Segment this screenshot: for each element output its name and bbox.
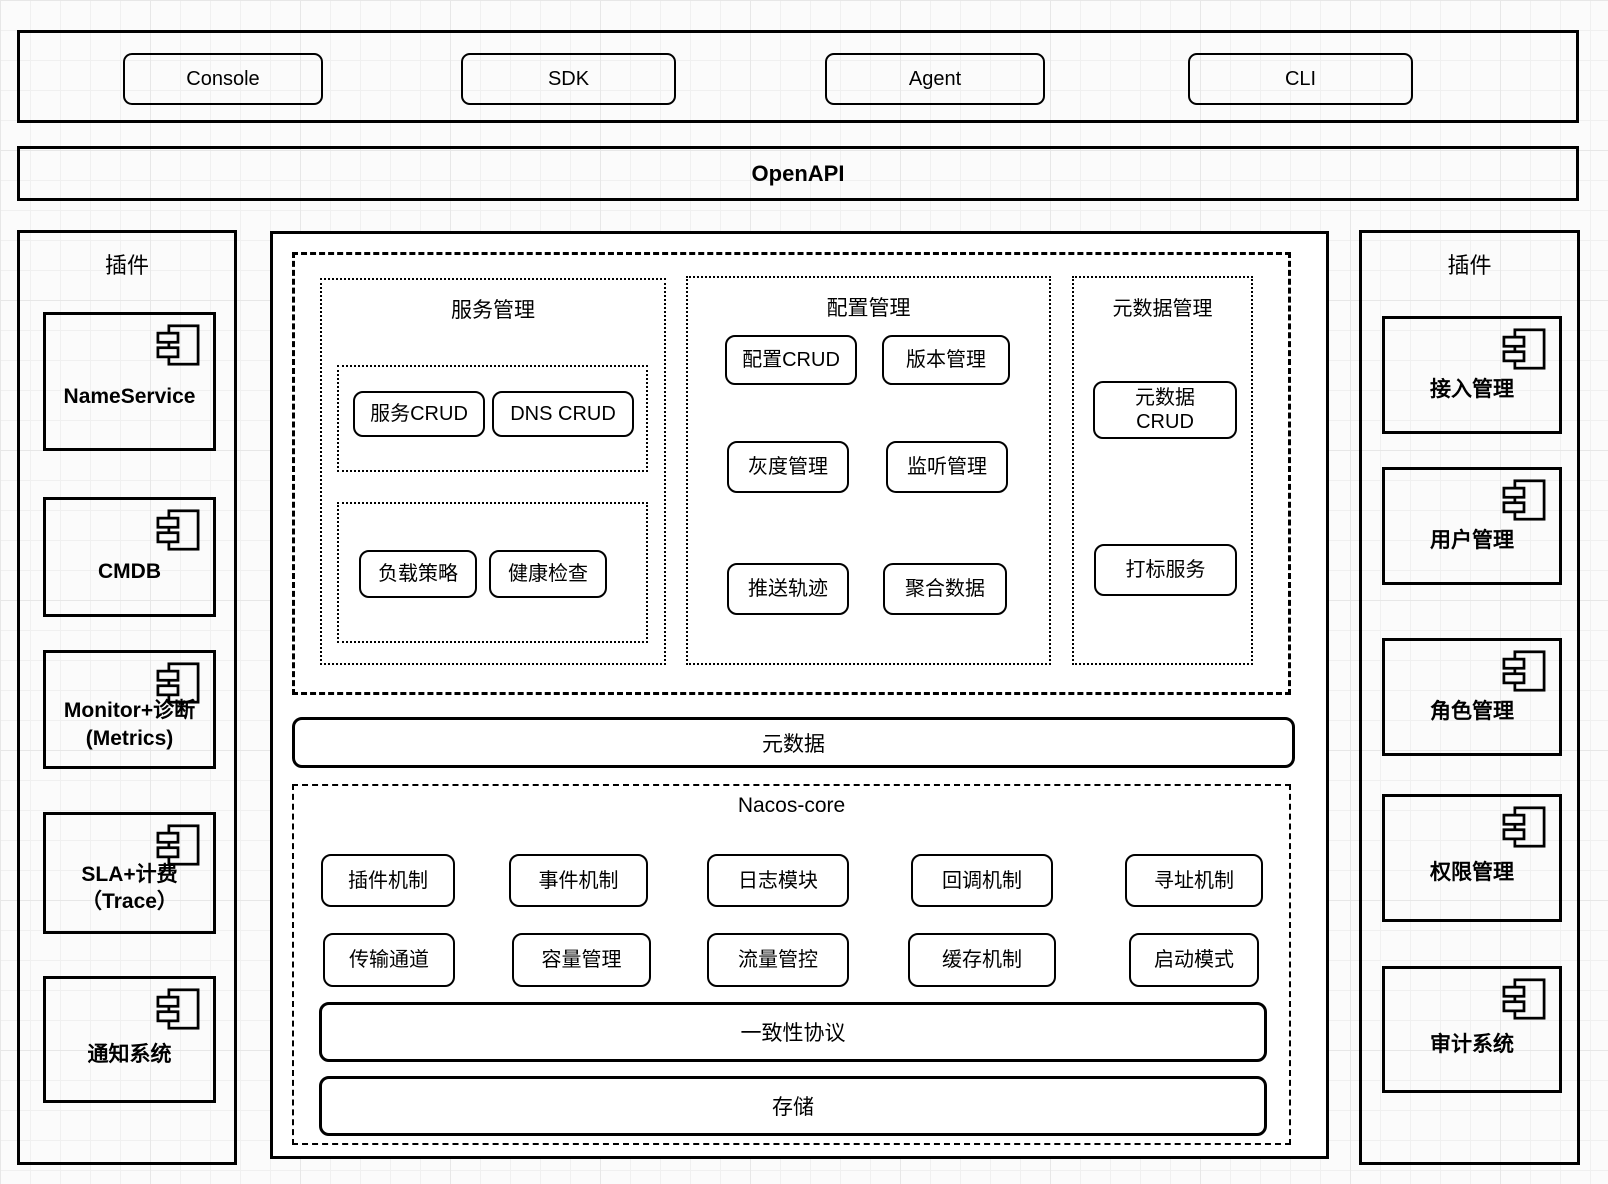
component-icon bbox=[156, 988, 200, 1030]
plugin-mechanism-button: 插件机制 bbox=[321, 854, 455, 907]
component-icon bbox=[156, 662, 200, 704]
component-access-mgmt: 接入管理 bbox=[1382, 316, 1562, 434]
component-label: Monitor+诊断(Metrics) bbox=[63, 699, 196, 750]
metadata-crud-button: 元数据 CRUD bbox=[1093, 381, 1237, 439]
component-icon bbox=[1502, 650, 1546, 692]
clients-container: Console SDK Agent CLI bbox=[17, 30, 1579, 123]
component-icon bbox=[156, 324, 200, 366]
component-role-mgmt: 角色管理 bbox=[1382, 638, 1562, 756]
config-mgmt-title: 配置管理 bbox=[826, 297, 911, 320]
component-icon bbox=[1502, 806, 1546, 848]
listen-mgmt-button: 监听管理 bbox=[886, 441, 1008, 493]
config-mgmt-section: 配置管理 配置CRUD 版本管理 灰度管理 监听管理 推送轨迹 聚合数据 bbox=[686, 276, 1051, 665]
component-label: SLA+计费（Trace） bbox=[81, 862, 178, 913]
right-plugins-sidebar: 插件 接入管理 用户管理 角色管理 权限管理 审计系统 bbox=[1359, 230, 1580, 1165]
version-mgmt-button: 版本管理 bbox=[882, 335, 1010, 385]
component-audit-system: 审计系统 bbox=[1382, 966, 1562, 1093]
service-strategy-group-box: 负载策略 健康检查 bbox=[337, 502, 648, 643]
client-agent-label: Agent bbox=[908, 67, 962, 90]
component-cmdb: CMDB bbox=[43, 497, 216, 617]
config-crud-button: 配置CRUD bbox=[725, 335, 857, 385]
callback-mechanism-button: 回调机制 bbox=[911, 854, 1053, 907]
component-sla: SLA+计费（Trace） bbox=[43, 812, 216, 934]
left-plugins-title: 插件 bbox=[104, 253, 149, 278]
nacos-core-section: Nacos-core 插件机制 事件机制 日志模块 回调机制 寻址机制 传输通道… bbox=[292, 784, 1291, 1145]
capacity-mgmt-button: 容量管理 bbox=[512, 933, 651, 987]
log-module-button: 日志模块 bbox=[707, 854, 849, 907]
addressing-mechanism-button: 寻址机制 bbox=[1125, 854, 1263, 907]
component-icon bbox=[1502, 978, 1546, 1020]
client-cli-label: CLI bbox=[1284, 67, 1317, 90]
cache-mechanism-button: 缓存机制 bbox=[908, 933, 1056, 987]
component-monitor: Monitor+诊断(Metrics) bbox=[43, 650, 216, 769]
flow-control-button: 流量管控 bbox=[707, 933, 849, 987]
component-label: 接入管理 bbox=[1430, 378, 1514, 402]
component-label: 权限管理 bbox=[1430, 861, 1514, 885]
metadata-mgmt-title: 元数据管理 bbox=[1112, 298, 1213, 320]
event-mechanism-button: 事件机制 bbox=[509, 854, 648, 907]
management-group-box bbox=[292, 252, 1291, 695]
right-plugins-title: 插件 bbox=[1447, 253, 1492, 278]
client-cli-box: CLI bbox=[1188, 53, 1413, 105]
component-label: 用户管理 bbox=[1430, 529, 1514, 553]
dns-crud-button: DNS CRUD bbox=[492, 391, 634, 437]
component-icon bbox=[156, 509, 200, 551]
component-permission-mgmt: 权限管理 bbox=[1382, 794, 1562, 922]
openapi-label: OpenAPI bbox=[751, 160, 845, 186]
tag-service-button: 打标服务 bbox=[1094, 544, 1237, 596]
component-notification: 通知系统 bbox=[43, 976, 216, 1103]
gray-release-button: 灰度管理 bbox=[727, 441, 849, 493]
nacos-core-title: Nacos-core bbox=[737, 794, 846, 817]
push-track-button: 推送轨迹 bbox=[727, 563, 849, 615]
startup-mode-button: 启动模式 bbox=[1129, 933, 1259, 987]
load-strategy-button: 负载策略 bbox=[359, 550, 477, 598]
component-label: NameService bbox=[63, 384, 196, 408]
service-mgmt-title: 服务管理 bbox=[451, 299, 535, 322]
client-sdk-label: SDK bbox=[547, 67, 590, 90]
client-console-label: Console bbox=[186, 67, 260, 90]
component-label: 角色管理 bbox=[1430, 700, 1514, 724]
openapi-bar: OpenAPI bbox=[17, 146, 1579, 201]
transport-channel-button: 传输通道 bbox=[323, 933, 455, 987]
component-nameservice: NameService bbox=[43, 312, 216, 451]
consistency-protocol-bar: 一致性协议 bbox=[319, 1002, 1267, 1062]
metadata-bar: 元数据 bbox=[292, 717, 1295, 768]
metadata-mgmt-section: 元数据管理 元数据 CRUD 打标服务 bbox=[1072, 276, 1253, 665]
component-icon bbox=[156, 824, 200, 866]
client-sdk-box: SDK bbox=[461, 53, 676, 105]
component-label: 审计系统 bbox=[1430, 1032, 1514, 1056]
aggregate-data-button: 聚合数据 bbox=[883, 563, 1007, 615]
client-agent-box: Agent bbox=[825, 53, 1045, 105]
health-check-button: 健康检查 bbox=[489, 550, 607, 598]
component-label: 通知系统 bbox=[87, 1042, 172, 1066]
left-plugins-sidebar: 插件 NameService CMDB Monitor+诊断(Metrics) … bbox=[17, 230, 237, 1165]
service-crud-button: 服务CRUD bbox=[353, 391, 485, 437]
component-label: CMDB bbox=[98, 560, 161, 584]
component-icon bbox=[1502, 479, 1546, 521]
client-console-box: Console bbox=[123, 53, 323, 105]
component-user-mgmt: 用户管理 bbox=[1382, 467, 1562, 585]
center-container: 服务管理 服务CRUD DNS CRUD 负载策略 健康检查 配置管理 配置CR… bbox=[270, 231, 1329, 1159]
storage-bar: 存储 bbox=[319, 1076, 1267, 1136]
component-icon bbox=[1502, 328, 1546, 370]
service-crud-group-box: 服务CRUD DNS CRUD bbox=[337, 365, 648, 472]
service-mgmt-section: 服务管理 服务CRUD DNS CRUD 负载策略 健康检查 bbox=[320, 278, 666, 665]
